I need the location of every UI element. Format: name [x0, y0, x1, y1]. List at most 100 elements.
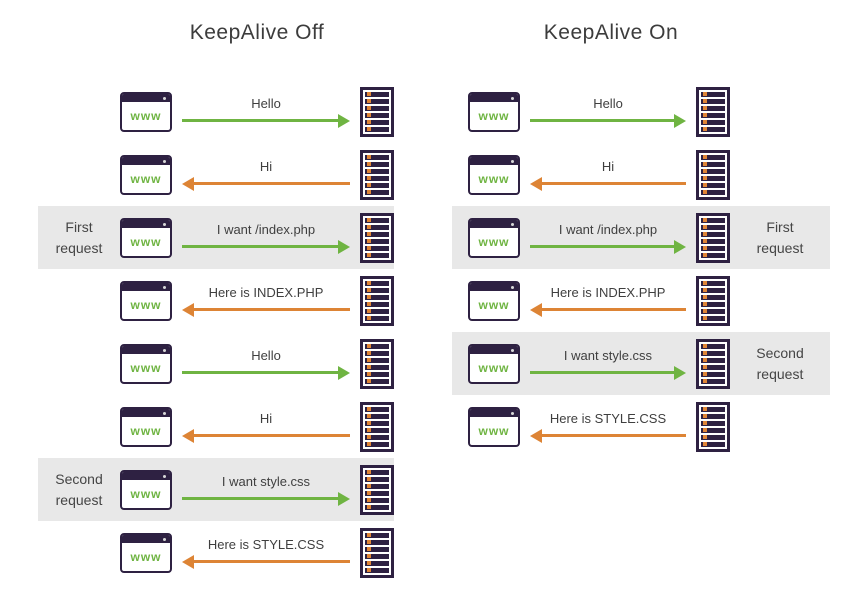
column-keepalive-on: KeepAlive On www Hello www	[452, 0, 830, 598]
server-slot	[701, 427, 725, 433]
browser-titlebar	[470, 93, 518, 102]
arrow-line	[194, 434, 350, 437]
arrow-head-icon	[338, 365, 350, 380]
server-led-icon	[703, 414, 707, 418]
server-led-icon	[703, 162, 707, 166]
server-led-icon	[367, 477, 371, 481]
server-icon	[360, 527, 394, 578]
server-led-icon	[367, 183, 371, 187]
server-led-icon	[703, 246, 707, 250]
server-led-icon	[703, 309, 707, 313]
server-slot	[365, 343, 389, 349]
arrow-line	[542, 434, 686, 437]
browser-dot-icon	[163, 411, 166, 415]
server-slot	[365, 308, 389, 314]
server-slots	[365, 469, 389, 510]
message-arrow-area: Here is INDEX.PHP	[182, 285, 350, 317]
arrow-line	[194, 560, 350, 563]
browser-www-label: www	[130, 297, 162, 312]
server-slot	[365, 91, 389, 97]
column-title: KeepAlive On	[543, 21, 679, 44]
browser-dot-icon	[163, 159, 166, 163]
server-led-icon	[367, 540, 371, 544]
server-led-icon	[703, 365, 707, 369]
browser-dot-icon	[163, 222, 166, 226]
message-arrow	[182, 176, 350, 191]
server-slot	[365, 238, 389, 244]
server-led-icon	[367, 491, 371, 495]
server-led-icon	[367, 505, 371, 509]
message-arrow-area: Here is STYLE.CSS	[530, 411, 686, 443]
server-led-icon	[367, 155, 371, 159]
server-led-icon	[367, 470, 371, 474]
server-led-icon	[367, 358, 371, 362]
server-slot	[365, 434, 389, 440]
server-slot	[701, 238, 725, 244]
server-led-icon	[703, 190, 707, 194]
message-arrow-area: I want /index.php	[530, 222, 686, 254]
server-led-icon	[703, 183, 707, 187]
browser-www-label: www	[130, 549, 162, 564]
arrow-line	[182, 119, 338, 122]
browser-www-label: www	[130, 423, 162, 438]
message-arrow	[530, 113, 686, 128]
browser-titlebar	[122, 93, 170, 102]
server-slot	[701, 371, 725, 377]
server-slot	[365, 301, 389, 307]
arrow-head-icon	[674, 365, 686, 380]
browser-titlebar	[122, 345, 170, 354]
server-slot	[365, 378, 389, 384]
browser-window-icon: www	[120, 343, 172, 384]
server-slot	[365, 413, 389, 419]
server-led-icon	[367, 407, 371, 411]
message-row: www Hello	[38, 332, 394, 395]
browser-titlebar	[470, 282, 518, 291]
arrow-head-icon	[530, 428, 542, 443]
server-led-icon	[367, 414, 371, 418]
server-slot	[365, 560, 389, 566]
server-slot	[365, 168, 389, 174]
server-slot	[701, 189, 725, 195]
browser-www-label: www	[130, 171, 162, 186]
server-slot	[365, 175, 389, 181]
server-slots	[701, 280, 725, 321]
server-slots	[701, 343, 725, 384]
arrow-line	[542, 182, 686, 185]
arrow-head-icon	[182, 554, 194, 569]
server-slot	[701, 161, 725, 167]
browser-window-icon: www	[468, 154, 520, 195]
arrow-line	[182, 371, 338, 374]
browser-dot-icon	[163, 537, 166, 541]
server-slot	[701, 343, 725, 349]
server-led-icon	[367, 379, 371, 383]
server-led-icon	[703, 295, 707, 299]
arrow-line	[530, 119, 674, 122]
server-icon	[696, 338, 730, 389]
server-icon	[360, 149, 394, 200]
server-slot	[365, 98, 389, 104]
server-led-icon	[367, 442, 371, 446]
message-label: Hello	[593, 95, 623, 111]
server-icon	[360, 275, 394, 326]
server-icon	[360, 212, 394, 263]
message-arrow	[530, 239, 686, 254]
browser-www-label: www	[478, 360, 510, 375]
server-led-icon	[367, 533, 371, 537]
server-led-icon	[703, 344, 707, 348]
message-arrow-area: I want style.css	[530, 348, 686, 380]
server-slot	[365, 476, 389, 482]
server-slot	[701, 280, 725, 286]
arrow-line	[194, 182, 350, 185]
server-led-icon	[703, 379, 707, 383]
server-led-icon	[367, 309, 371, 313]
browser-www-label: www	[130, 108, 162, 123]
server-led-icon	[703, 120, 707, 124]
server-led-icon	[703, 92, 707, 96]
browser-window-icon: www	[468, 91, 520, 132]
server-led-icon	[367, 176, 371, 180]
browser-titlebar	[470, 345, 518, 354]
browser-www-label: www	[478, 108, 510, 123]
server-slot	[365, 154, 389, 160]
server-slot	[365, 217, 389, 223]
server-icon	[360, 464, 394, 515]
